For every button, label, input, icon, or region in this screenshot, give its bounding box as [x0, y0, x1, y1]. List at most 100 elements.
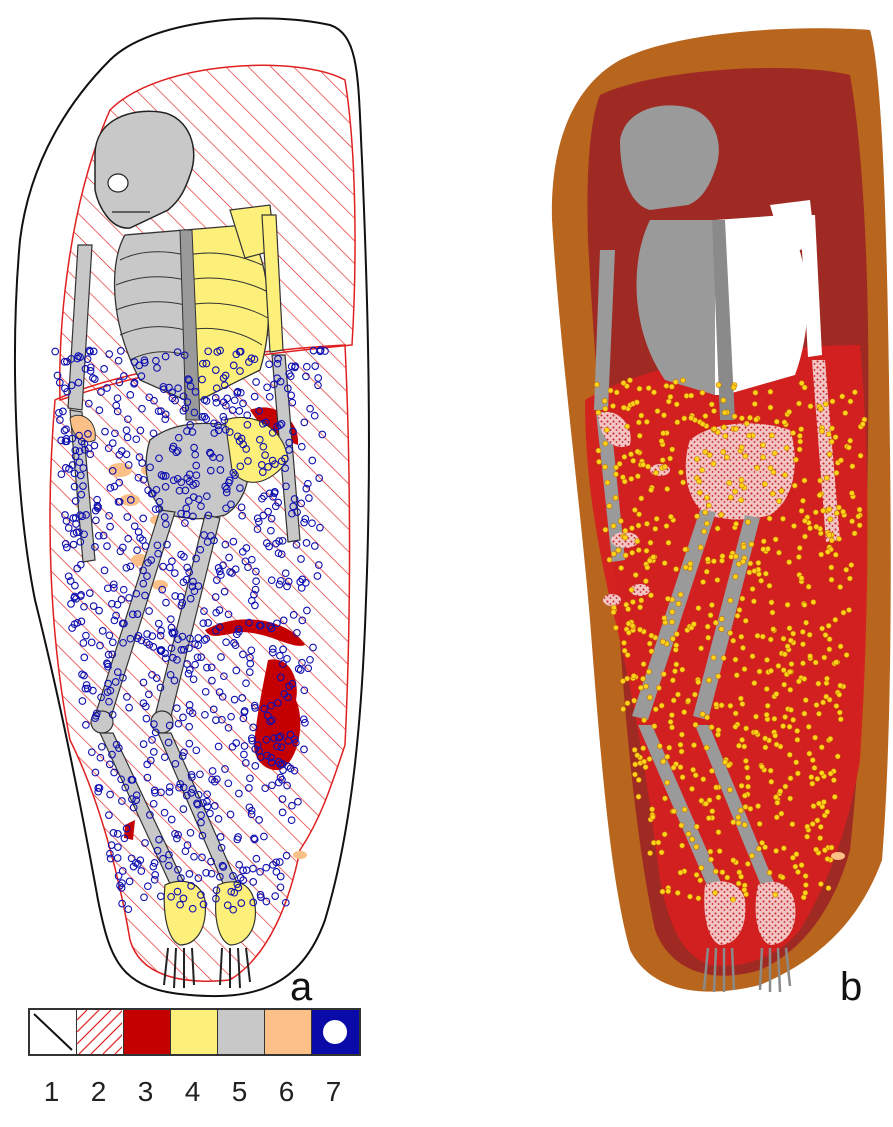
yellow-point [781, 636, 786, 641]
yellow-point [731, 820, 736, 825]
yellow-point [798, 439, 803, 444]
yellow-point [829, 565, 834, 570]
yellow-point [748, 561, 753, 566]
yellow-point [694, 844, 699, 849]
panel-label-b: b [840, 965, 862, 1010]
yellow-point [623, 553, 628, 558]
yellow-point [773, 537, 778, 542]
yellow-point [621, 640, 626, 645]
yellow-point [711, 559, 716, 564]
yellow-point [691, 767, 696, 772]
yellow-point [802, 385, 807, 390]
yellow-point [719, 627, 724, 632]
yellow-point [630, 599, 635, 604]
yellow-point [630, 550, 635, 555]
yellow-point [844, 567, 849, 572]
yellow-point [693, 773, 698, 778]
yellow-point [814, 847, 819, 852]
yellow-point [773, 892, 778, 897]
yellow-point [815, 776, 820, 781]
yellow-point [814, 524, 819, 529]
yellow-point [772, 716, 777, 721]
yellow-point [732, 414, 737, 419]
yellow-point [661, 431, 666, 436]
yellow-point [792, 483, 797, 488]
yellow-point [706, 816, 711, 821]
yellow-point [849, 562, 854, 567]
yellow-point [816, 681, 821, 686]
yellow-point [837, 692, 842, 697]
yellow-point [750, 654, 755, 659]
yellow-point [638, 605, 643, 610]
yellow-point [635, 474, 640, 479]
yellow-point [776, 550, 781, 555]
yellow-point [639, 496, 644, 501]
yellow-point [700, 712, 705, 717]
yellow-point [637, 433, 642, 438]
yellow-point [709, 857, 714, 862]
yellow-point [614, 465, 619, 470]
yellow-point [834, 470, 839, 475]
yellow-point [738, 808, 743, 813]
yellow-point [706, 635, 711, 640]
yellow-point [787, 409, 792, 414]
yellow-point [688, 561, 693, 566]
yellow-point [800, 642, 805, 647]
yellow-point [694, 457, 699, 462]
yellow-point [670, 678, 675, 683]
yellow-point [727, 787, 732, 792]
yellow-point [700, 467, 705, 472]
yellow-point [808, 654, 813, 659]
yellow-point [604, 427, 609, 432]
yellow-point [676, 601, 681, 606]
yellow-point [764, 657, 769, 662]
legend: 1 2 3 4 5 6 7 [28, 1008, 358, 1120]
yellow-point [850, 519, 855, 524]
yellow-point [635, 753, 640, 758]
yellow-point [720, 870, 725, 875]
yellow-point [825, 549, 830, 554]
yellow-point [809, 775, 814, 780]
yellow-point [721, 449, 726, 454]
yellow-point [705, 624, 710, 629]
yellow-point [783, 784, 788, 789]
yellow-point [805, 834, 810, 839]
yellow-point [731, 858, 736, 863]
yellow-point [824, 475, 829, 480]
yellow-point [791, 717, 796, 722]
legend-swatch-5 [218, 1010, 265, 1054]
yellow-point [831, 778, 836, 783]
yellow-point [838, 644, 843, 649]
yellow-point [611, 551, 616, 556]
yellow-point [619, 565, 624, 570]
yellow-point [647, 756, 652, 761]
yellow-point [782, 420, 787, 425]
yellow-point [788, 796, 793, 801]
yellow-point [621, 707, 626, 712]
yellow-point [829, 538, 834, 543]
yellow-point [788, 638, 793, 643]
yellow-point [636, 794, 641, 799]
yellow-point [764, 686, 769, 691]
yellow-point [739, 783, 744, 788]
yellow-point [631, 673, 636, 678]
yellow-point [768, 389, 773, 394]
yellow-point [840, 394, 845, 399]
yellow-point [668, 514, 673, 519]
yellow-point [774, 815, 779, 820]
yellow-point [813, 735, 818, 740]
yellow-point [700, 390, 705, 395]
yellow-point [797, 433, 802, 438]
yellow-point [709, 602, 714, 607]
yellow-point [721, 425, 726, 430]
yellow-point [632, 698, 637, 703]
yellow-point [824, 676, 829, 681]
yellow-point [680, 667, 685, 672]
yellow-point [681, 480, 686, 485]
yellow-point [746, 784, 751, 789]
yellow-point [849, 491, 854, 496]
yellow-point [632, 507, 637, 512]
yellow-point [757, 669, 762, 674]
legend-swatch-3 [124, 1010, 171, 1054]
yellow-point [623, 528, 628, 533]
